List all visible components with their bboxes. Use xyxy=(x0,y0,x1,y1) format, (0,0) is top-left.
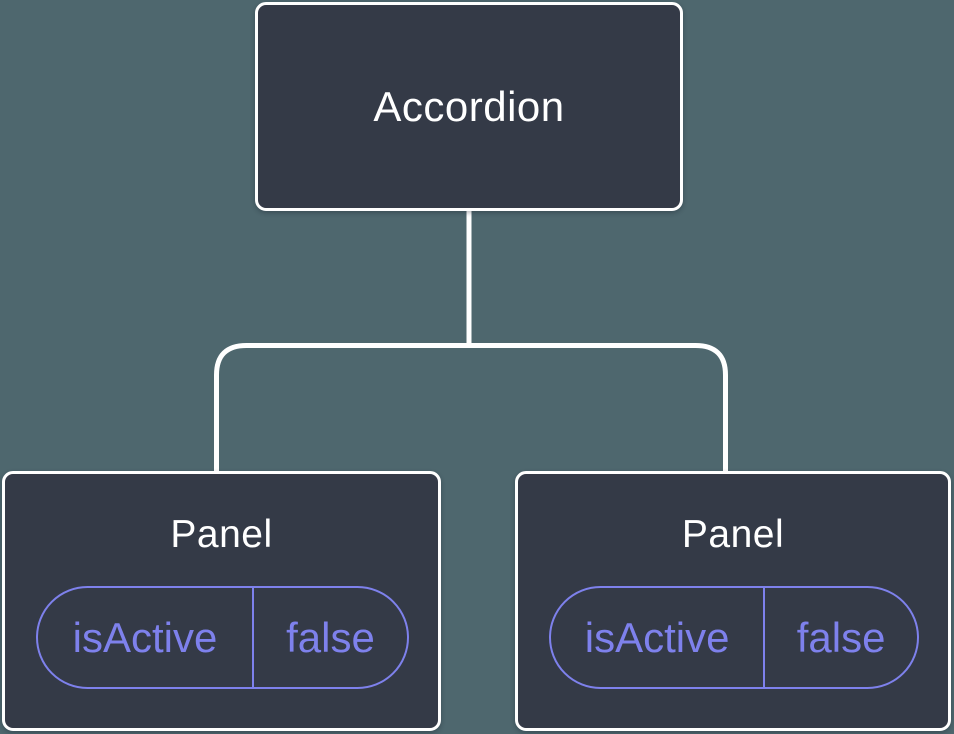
component-node-accordion: Accordion xyxy=(255,2,683,211)
state-pill: isActive false xyxy=(36,586,409,689)
state-key: isActive xyxy=(584,613,730,661)
state-pill: isActive false xyxy=(549,586,919,689)
state-value: false xyxy=(252,588,407,687)
connector-branch-bracket xyxy=(214,343,728,474)
component-label: Accordion xyxy=(373,82,565,130)
component-label: Panel xyxy=(170,513,273,556)
component-label: Panel xyxy=(681,513,785,556)
state-value: false xyxy=(763,588,917,687)
component-node-panel-left: Panel isActive false xyxy=(2,471,441,731)
component-node-panel-right: Panel isActive false xyxy=(515,471,951,731)
state-key: isActive xyxy=(72,613,218,661)
